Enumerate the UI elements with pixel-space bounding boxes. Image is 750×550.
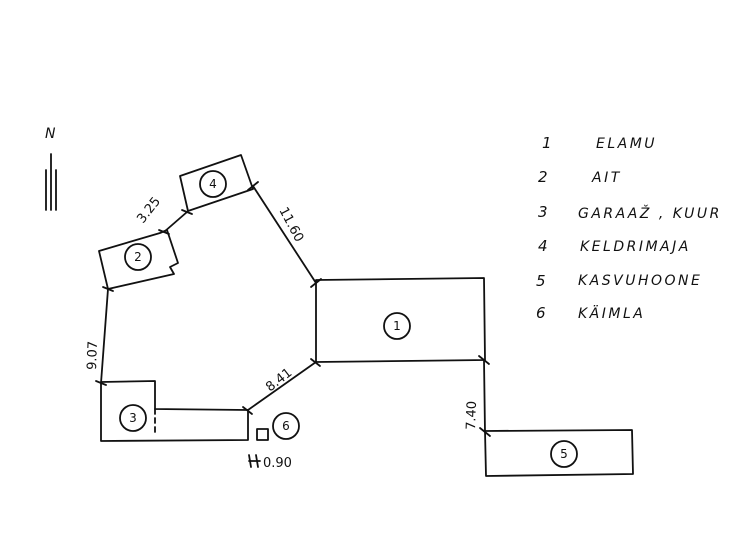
- building-2-outline: [98, 229, 179, 290]
- building-2-ait: 2: [98, 229, 179, 290]
- building-6-kaimla: 6: [256, 412, 300, 441]
- dimension-0-90-tick-a: [248, 454, 252, 468]
- dimension-8-41-tick-b: [310, 358, 321, 367]
- dimension-3-25-label: 3.25: [134, 194, 164, 226]
- building-1-number: 1: [393, 319, 401, 333]
- dimension-9-07-tick-a: [102, 286, 114, 292]
- dimension-0-90-tick-b: [255, 454, 259, 468]
- dimension-9-07-tick-b: [95, 380, 107, 386]
- dimension-8-41-tick-a: [242, 406, 253, 415]
- building-5-marker: [550, 440, 578, 468]
- building-5-kasvuhoone: 5: [484, 429, 634, 477]
- building-2-number: 2: [134, 250, 142, 264]
- building-5-outline: [484, 429, 634, 477]
- dimension-8-41-line: [247, 361, 317, 411]
- legend-label: AIT: [591, 170, 622, 186]
- dimension-3-25-tick-b: [181, 209, 193, 215]
- building-4-marker: [199, 170, 227, 198]
- north-arrow: N: [45, 126, 57, 211]
- building-1-marker: [383, 312, 411, 340]
- dimension-0-90: 0.90: [248, 454, 292, 471]
- building-4-keldrimaja: 4: [179, 154, 254, 212]
- dimension-8-41-label: 8.41: [263, 366, 295, 396]
- dimension-11-60-tick-a: [247, 181, 259, 191]
- legend-item: 3 GARAAŽ , KUUR: [538, 203, 722, 222]
- north-label: N: [45, 126, 56, 142]
- dimension-3-25-tick-a: [158, 229, 170, 235]
- legend-label: KELDRIMAJA: [580, 239, 691, 255]
- legend-number: 5: [536, 272, 546, 290]
- building-6-number: 6: [282, 419, 290, 433]
- dimension-3-25: 3.25: [134, 194, 193, 235]
- legend-item: 6 KÄIMLA: [536, 304, 645, 322]
- legend-number: 4: [538, 237, 548, 255]
- dimension-11-60: 11.60: [247, 181, 322, 288]
- legend-item: 5 KASVUHOONE: [536, 272, 702, 290]
- legend: 1 ELAMU 2 AIT 3 GARAAŽ , KUUR 4 KELDRIMA…: [536, 134, 722, 322]
- legend-number: 1: [542, 134, 552, 152]
- legend-item: 2 AIT: [538, 168, 622, 186]
- dimension-7-40-tick-a: [478, 355, 490, 365]
- legend-number: 3: [538, 203, 548, 221]
- dimension-7-40-line: [483, 359, 486, 433]
- building-3-number: 3: [129, 411, 137, 425]
- dimension-8-41: 8.41: [242, 358, 321, 415]
- dimension-7-40-label: 7.40: [464, 401, 480, 430]
- dimension-0-90-label: 0.90: [263, 456, 292, 471]
- legend-item: 4 KELDRIMAJA: [538, 237, 691, 255]
- dimension-11-60-label: 11.60: [275, 205, 306, 245]
- legend-label: KASVUHOONE: [578, 273, 702, 289]
- dimension-9-07-label: 9.07: [85, 341, 101, 370]
- dimension-9-07: 9.07: [85, 286, 114, 386]
- building-2-marker: [124, 243, 152, 271]
- building-3-marker: [119, 404, 147, 432]
- building-6-outline: [256, 428, 269, 441]
- legend-label: KÄIMLA: [578, 304, 645, 322]
- dimension-11-60-line: [252, 185, 317, 284]
- building-6-marker: [272, 412, 300, 440]
- legend-number: 6: [536, 304, 546, 322]
- legend-number: 2: [538, 168, 548, 186]
- legend-label: ELAMU: [596, 136, 657, 152]
- legend-item: 1 ELAMU: [542, 134, 657, 152]
- dimension-7-40: 7.40: [464, 355, 491, 437]
- dimension-9-07-line: [100, 288, 109, 384]
- building-4-outline: [179, 154, 254, 212]
- dimension-7-40-tick-b: [479, 427, 491, 437]
- building-3-garaaz-kuur: 3: [100, 380, 249, 442]
- dimension-3-25-line: [163, 211, 188, 233]
- building-1-elamu: 1: [315, 277, 486, 363]
- building-5-number: 5: [560, 447, 568, 461]
- dimension-11-60-tick-b: [310, 278, 322, 288]
- legend-label: GARAAŽ , KUUR: [578, 204, 722, 222]
- building-4-number: 4: [209, 177, 217, 191]
